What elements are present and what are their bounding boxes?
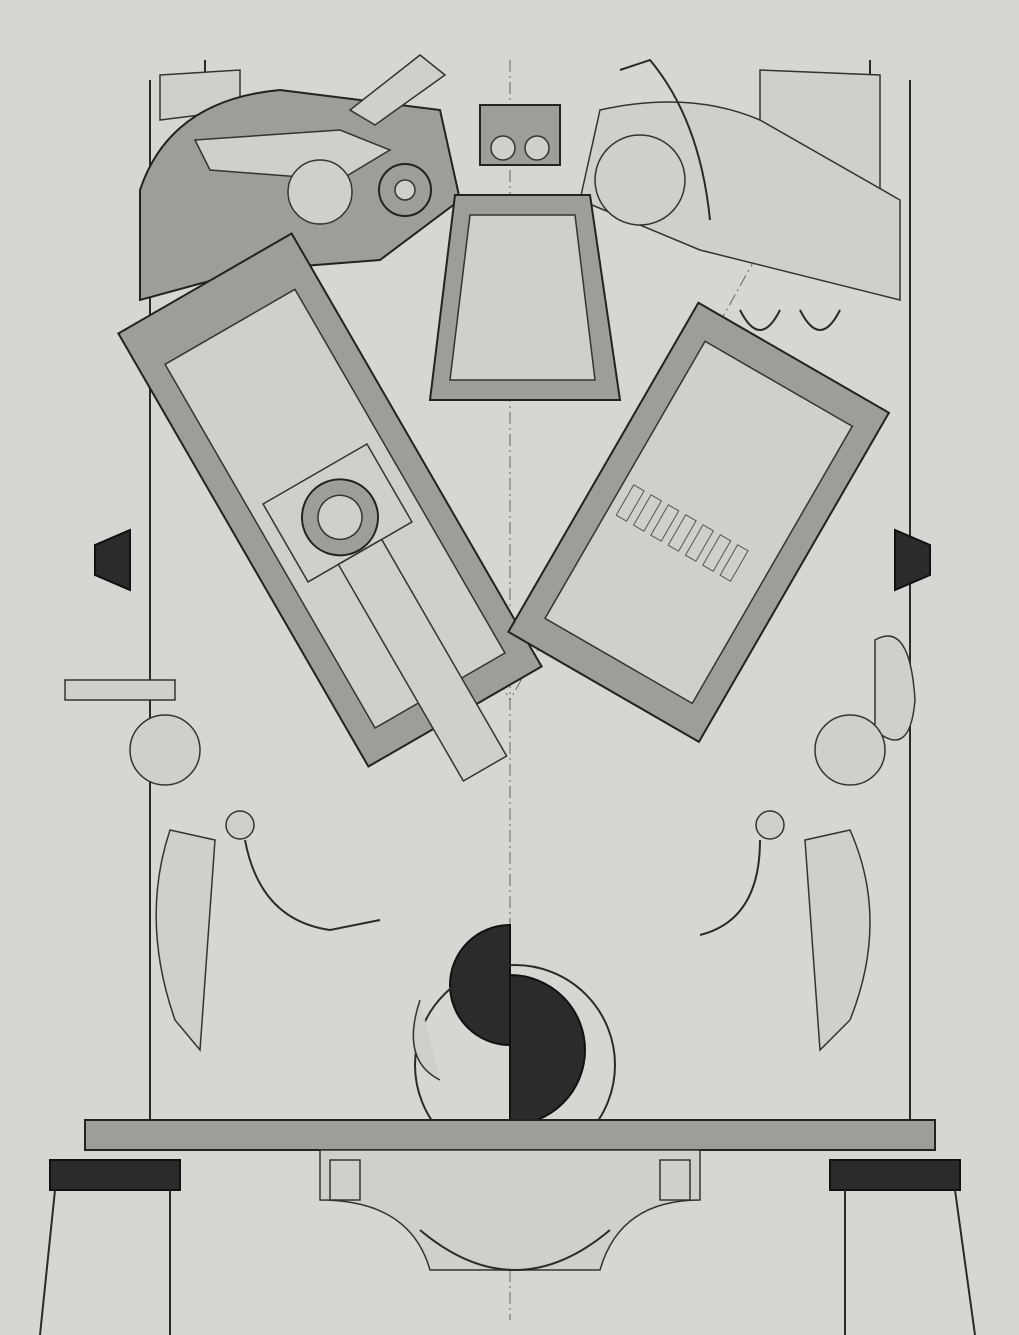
crank-pin-link bbox=[412, 999, 441, 1081]
right-valve-ports bbox=[739, 309, 841, 331]
left-side-port bbox=[129, 714, 201, 786]
right-foundation-block bbox=[829, 1159, 961, 1191]
right-head-circle bbox=[594, 134, 686, 226]
top-manifold-block bbox=[479, 104, 561, 166]
manifold-port-2 bbox=[524, 135, 550, 161]
main-bearing-cap bbox=[319, 1149, 701, 1271]
left-injector-pipe bbox=[348, 54, 447, 126]
right-injector-pipe bbox=[619, 58, 711, 221]
bearing-cap-arch bbox=[419, 1229, 611, 1271]
foundation-legs bbox=[39, 1189, 976, 1335]
crank-web-upper bbox=[449, 923, 511, 1047]
left-pressure-gauge bbox=[225, 810, 255, 840]
right-liner-ports bbox=[615, 484, 749, 582]
bedplate bbox=[84, 1119, 936, 1151]
right-pressure-gauge bbox=[755, 810, 785, 840]
left-holding-down-bolt bbox=[329, 1159, 361, 1201]
manifold-port-1 bbox=[490, 135, 516, 161]
right-cylinder-assembly bbox=[507, 301, 891, 744]
centre-valley-chamber bbox=[449, 214, 596, 381]
left-side-fitting bbox=[94, 528, 131, 592]
left-gudgeon-bore bbox=[317, 494, 363, 541]
right-side-fitting bbox=[894, 528, 931, 592]
right-side-cover bbox=[874, 635, 916, 741]
crank-web-lower bbox=[509, 973, 586, 1127]
left-oil-pipe bbox=[244, 839, 381, 932]
right-oil-pipe bbox=[699, 839, 761, 936]
left-cylinder-assembly bbox=[117, 232, 543, 782]
right-holding-down-bolt bbox=[659, 1159, 691, 1201]
left-crankcase-door bbox=[155, 829, 216, 1052]
camshaft-bore bbox=[394, 179, 416, 201]
left-foundation-block bbox=[49, 1159, 181, 1191]
right-side-port bbox=[814, 714, 886, 786]
left-connecting-rod bbox=[337, 538, 508, 782]
left-tie-bolt bbox=[64, 679, 176, 701]
right-cylinder-bore bbox=[544, 340, 854, 705]
right-crankcase-door bbox=[804, 829, 871, 1052]
rocker-shaft-circle bbox=[287, 159, 353, 225]
